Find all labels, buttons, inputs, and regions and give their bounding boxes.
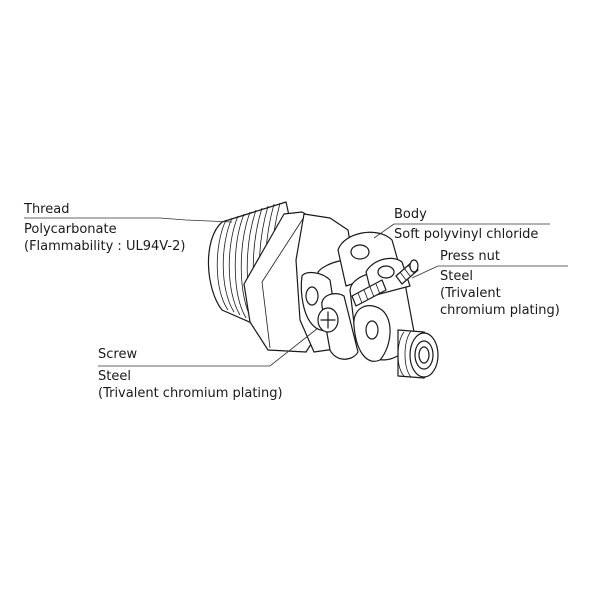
press-nut-screw — [395, 259, 419, 285]
screw-material: Steel — [98, 369, 131, 384]
press-nut-label: Press nut — [440, 249, 500, 264]
press-nut-material: Steel — [440, 269, 473, 284]
thread-label: Thread — [24, 202, 70, 217]
screw-label: Screw — [98, 347, 138, 362]
body-material: Soft polyvinyl chloride — [394, 227, 539, 242]
thread-flammability-note: (Flammability : UL94V-2) — [24, 239, 186, 254]
thread-material: Polycarbonate — [24, 222, 117, 237]
leader-lines — [24, 217, 568, 367]
body-label: Body — [394, 207, 427, 222]
press-nut-note-line1: (Trivalent — [440, 286, 501, 301]
rear-fitting — [397, 329, 439, 379]
screw-plating-note: (Trivalent chromium plating) — [98, 386, 283, 401]
screw-part — [317, 279, 387, 333]
press-nut-note-line2: chromium plating) — [440, 303, 560, 318]
